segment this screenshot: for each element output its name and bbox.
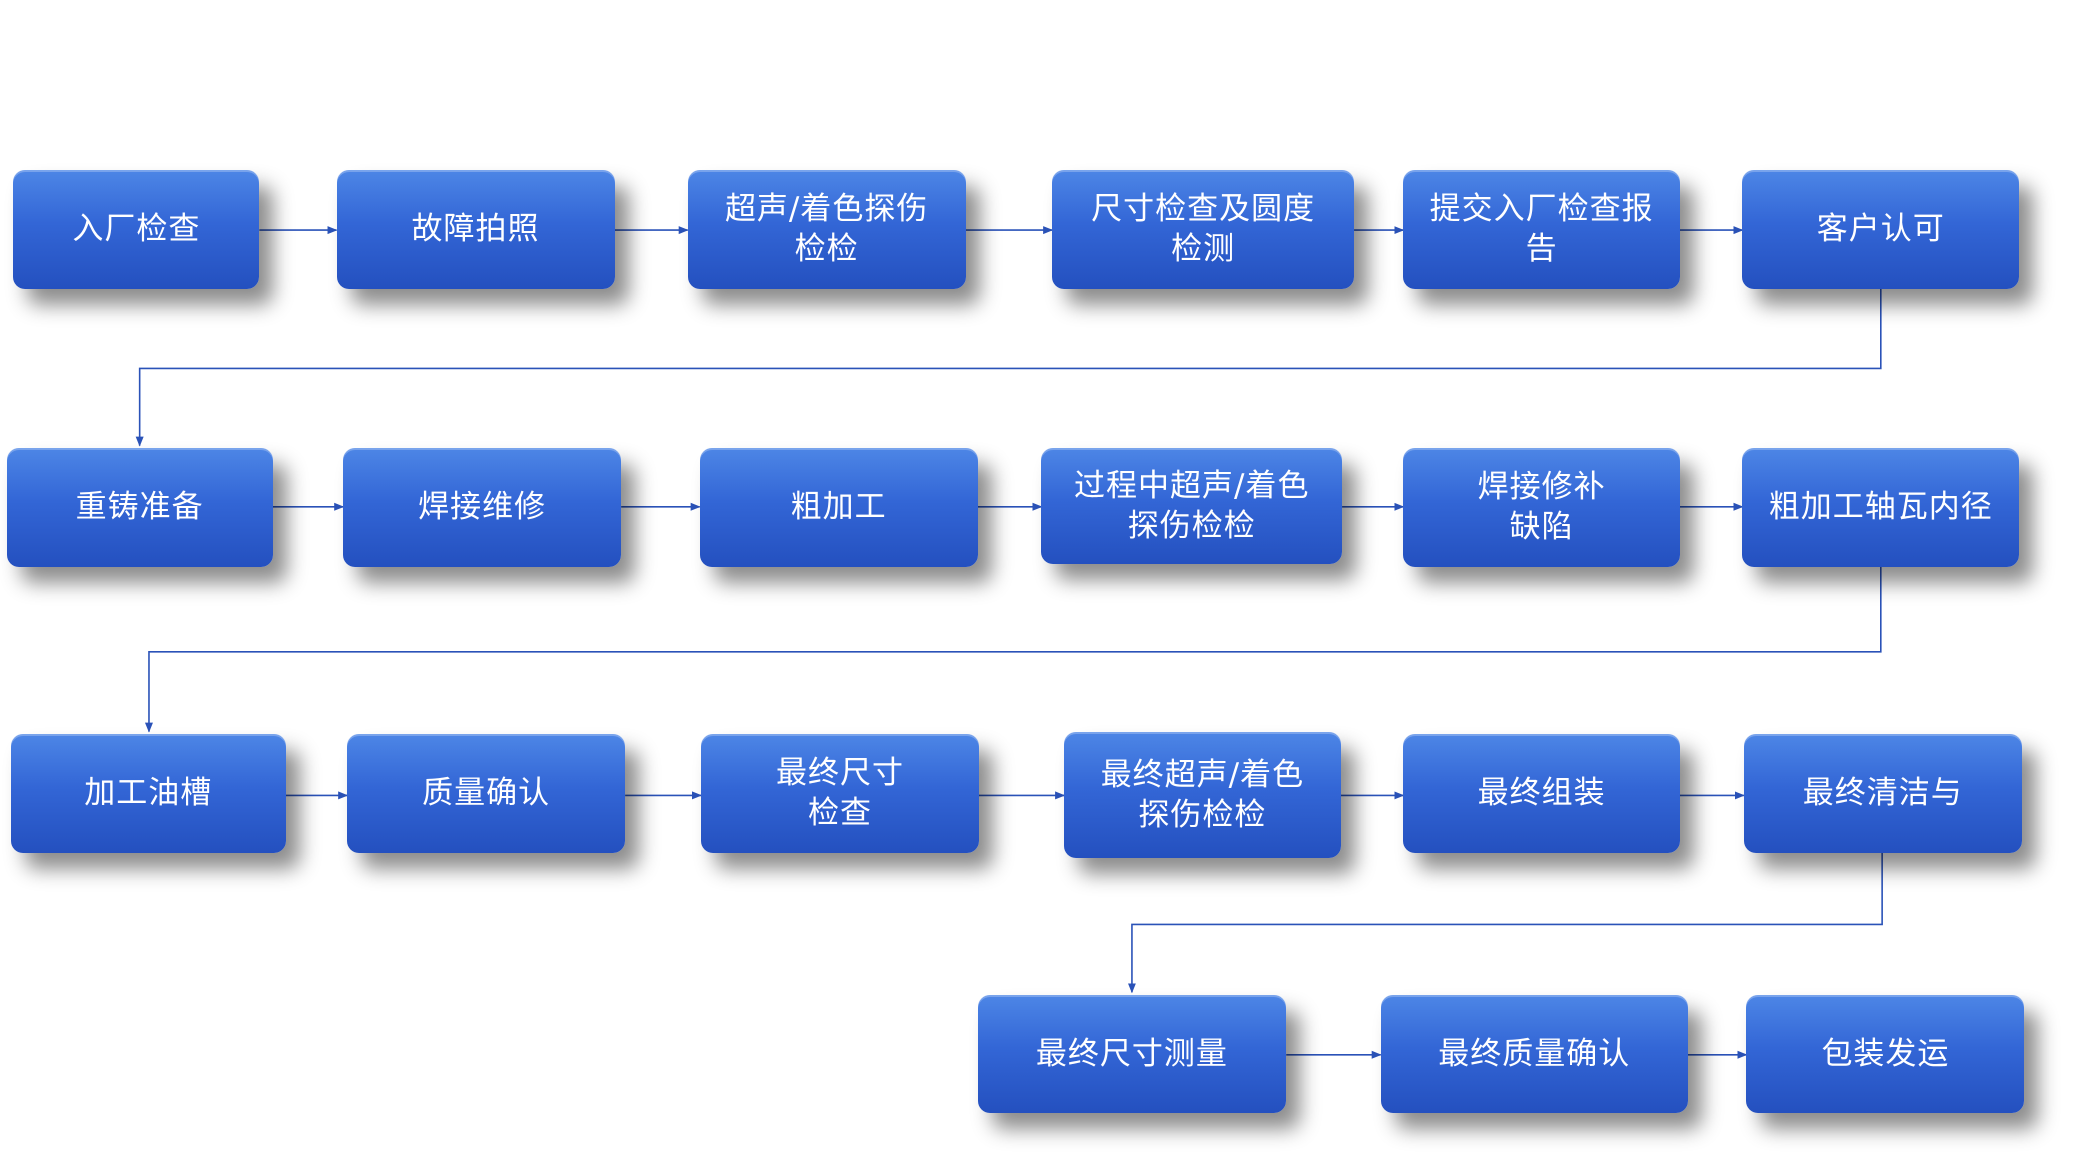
- process-step-box: 客户认可: [1742, 170, 2020, 289]
- process-step-box: 入厂检查: [13, 170, 260, 289]
- process-step-label: 重铸准备: [75, 489, 204, 526]
- process-step-label: 最终组装: [1477, 775, 1606, 812]
- process-step-box: 焊接修补 缺陷: [1403, 448, 1680, 567]
- process-step-box: 质量确认: [347, 734, 626, 853]
- process-step-box: 超声/着色探伤 检检: [687, 170, 966, 289]
- process-step-label: 故障拍照: [411, 211, 540, 248]
- process-step-label: 质量确认: [422, 775, 551, 812]
- process-step-box: 最终尺寸测量: [977, 994, 1287, 1114]
- process-step-label: 入厂检查: [72, 211, 201, 248]
- process-step-label: 焊接修补 缺陷: [1477, 469, 1606, 546]
- process-step-label: 最终清洁与: [1802, 775, 1963, 812]
- process-step-label: 最终超声/着色 探伤检检: [1100, 756, 1305, 833]
- process-step-label: 最终尺寸 检查: [775, 755, 904, 832]
- process-step-label: 加工油槽: [84, 775, 213, 812]
- row-wrap-connector: [144, 566, 1882, 733]
- process-step-box: 重铸准备: [6, 448, 273, 567]
- process-step-label: 提交入厂检查报 告: [1429, 191, 1654, 268]
- process-step-box: 过程中超声/着色 探伤检检: [1041, 448, 1343, 564]
- process-step-box: 包装发运: [1746, 994, 2025, 1114]
- process-step-box: 粗加工: [699, 448, 978, 567]
- process-step-box: 提交入厂检查报 告: [1403, 170, 1680, 289]
- process-step-box: 最终清洁与: [1743, 734, 2022, 853]
- process-step-box: 粗加工轴瓦内径: [1742, 448, 2020, 567]
- process-step-label: 粗加工: [790, 489, 887, 526]
- process-step-label: 粗加工轴瓦内径: [1768, 489, 1993, 526]
- process-step-label: 过程中超声/着色 探伤检检: [1074, 468, 1310, 545]
- process-step-box: 尺寸检查及圆度 检测: [1052, 170, 1355, 289]
- process-step-label: 最终质量确认: [1438, 1036, 1631, 1073]
- process-step-label: 尺寸检查及圆度 检测: [1091, 191, 1316, 268]
- process-step-label: 最终尺寸测量: [1035, 1036, 1228, 1073]
- process-step-box: 故障拍照: [336, 170, 615, 289]
- process-step-box: 最终组装: [1403, 734, 1680, 853]
- process-step-box: 最终质量确认: [1380, 994, 1688, 1114]
- process-step-label: 超声/着色探伤 检检: [724, 191, 929, 268]
- process-step-box: 最终超声/着色 探伤检检: [1064, 731, 1341, 858]
- process-step-box: 焊接维修: [343, 448, 622, 567]
- process-step-label: 客户认可: [1816, 211, 1945, 248]
- process-step-label: 焊接维修: [418, 489, 547, 526]
- row-wrap-connector: [135, 288, 1882, 447]
- process-step-label: 包装发运: [1821, 1036, 1950, 1073]
- row-wrap-connector: [1127, 852, 1883, 994]
- process-step-box: 最终尺寸 检查: [700, 734, 979, 853]
- process-step-box: 加工油槽: [10, 734, 286, 853]
